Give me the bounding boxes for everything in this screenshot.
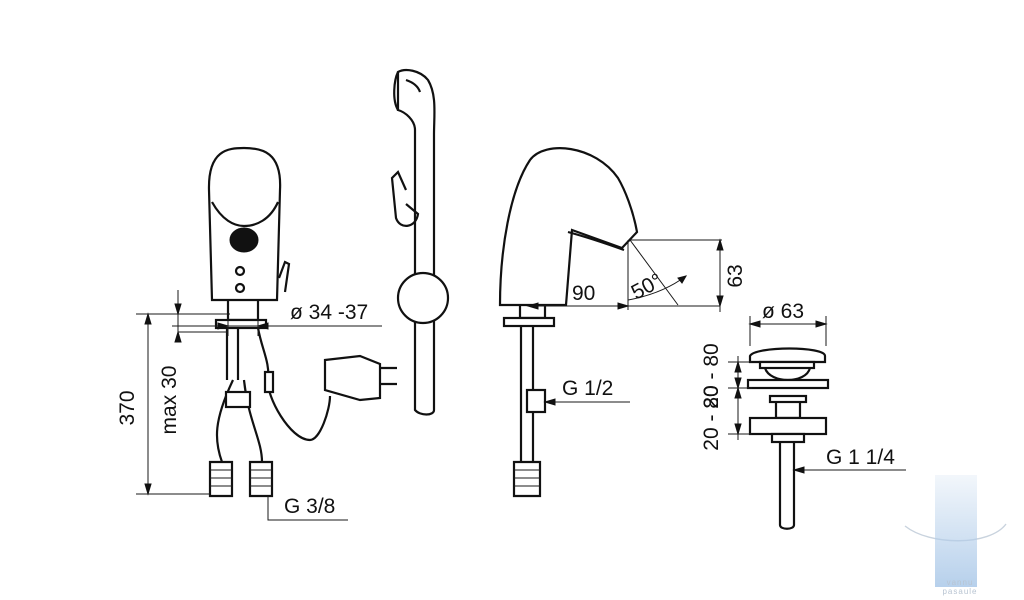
waste-valve: [746, 347, 830, 530]
waste-diameter-label: ø 63: [762, 300, 804, 323]
faucet-side-view: [498, 147, 639, 498]
watermark-text: vannu pasaule: [930, 578, 990, 596]
watermark-logo: [935, 475, 977, 587]
reach-label: 90: [572, 282, 595, 305]
inlet-thread-label: G 3/8: [284, 495, 335, 518]
spout-side-element: [390, 69, 450, 416]
outlet-height-label: 63: [724, 264, 747, 287]
overall-height-label: 370: [116, 390, 139, 425]
waste-thread-label: G 1 1/4: [826, 446, 895, 469]
waste-range-bottom-label: 20 - 80: [700, 385, 723, 450]
watermark-line1: vannu: [946, 578, 974, 587]
max-deck-label: max 30: [158, 366, 181, 435]
dimension-lines: [136, 238, 906, 521]
faucet-front-view: [207, 146, 397, 498]
spout-diameter-label: ø 34 -37: [290, 301, 368, 324]
side-thread-label: G 1/2: [562, 377, 613, 400]
watermark-line2: pasaule: [942, 587, 978, 596]
waste-range-top-label: 20 - 80: [700, 343, 723, 408]
